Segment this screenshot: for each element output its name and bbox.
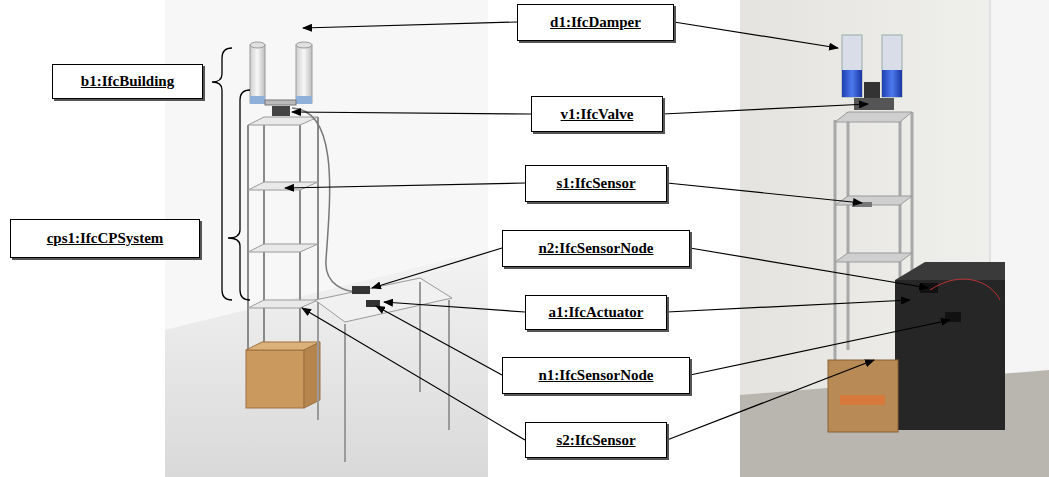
group-bracket <box>212 48 250 300</box>
instance-label: s2:IfcSensor <box>556 432 635 449</box>
photo-illustration <box>740 0 1049 477</box>
leader-arrow <box>285 22 950 440</box>
label-box: s1:IfcSensor <box>525 165 667 202</box>
label-box: cps1:IfcCPSystem <box>10 219 200 258</box>
instance-label: s1:IfcSensor <box>556 175 635 192</box>
label-box: a1:IfcActuator <box>525 295 667 330</box>
label-box: n1:IfcSensorNode <box>502 357 690 394</box>
instance-label: cps1:IfcCPSystem <box>47 230 164 247</box>
label-box: v1:IfcValve <box>531 96 663 132</box>
instance-label: d1:IfcDamper <box>550 14 641 31</box>
instance-label: v1:IfcValve <box>561 106 634 123</box>
instance-label: a1:IfcActuator <box>549 304 644 321</box>
label-box: d1:IfcDamper <box>517 4 674 41</box>
label-box: n2:IfcSensorNode <box>502 230 690 267</box>
label-box: s2:IfcSensor <box>525 422 667 458</box>
instance-label: b1:IfcBuilding <box>81 73 174 90</box>
instance-label: n2:IfcSensorNode <box>539 240 654 257</box>
render-illustration <box>165 0 488 477</box>
label-box: b1:IfcBuilding <box>52 64 203 99</box>
instance-label: n1:IfcSensorNode <box>539 367 654 384</box>
